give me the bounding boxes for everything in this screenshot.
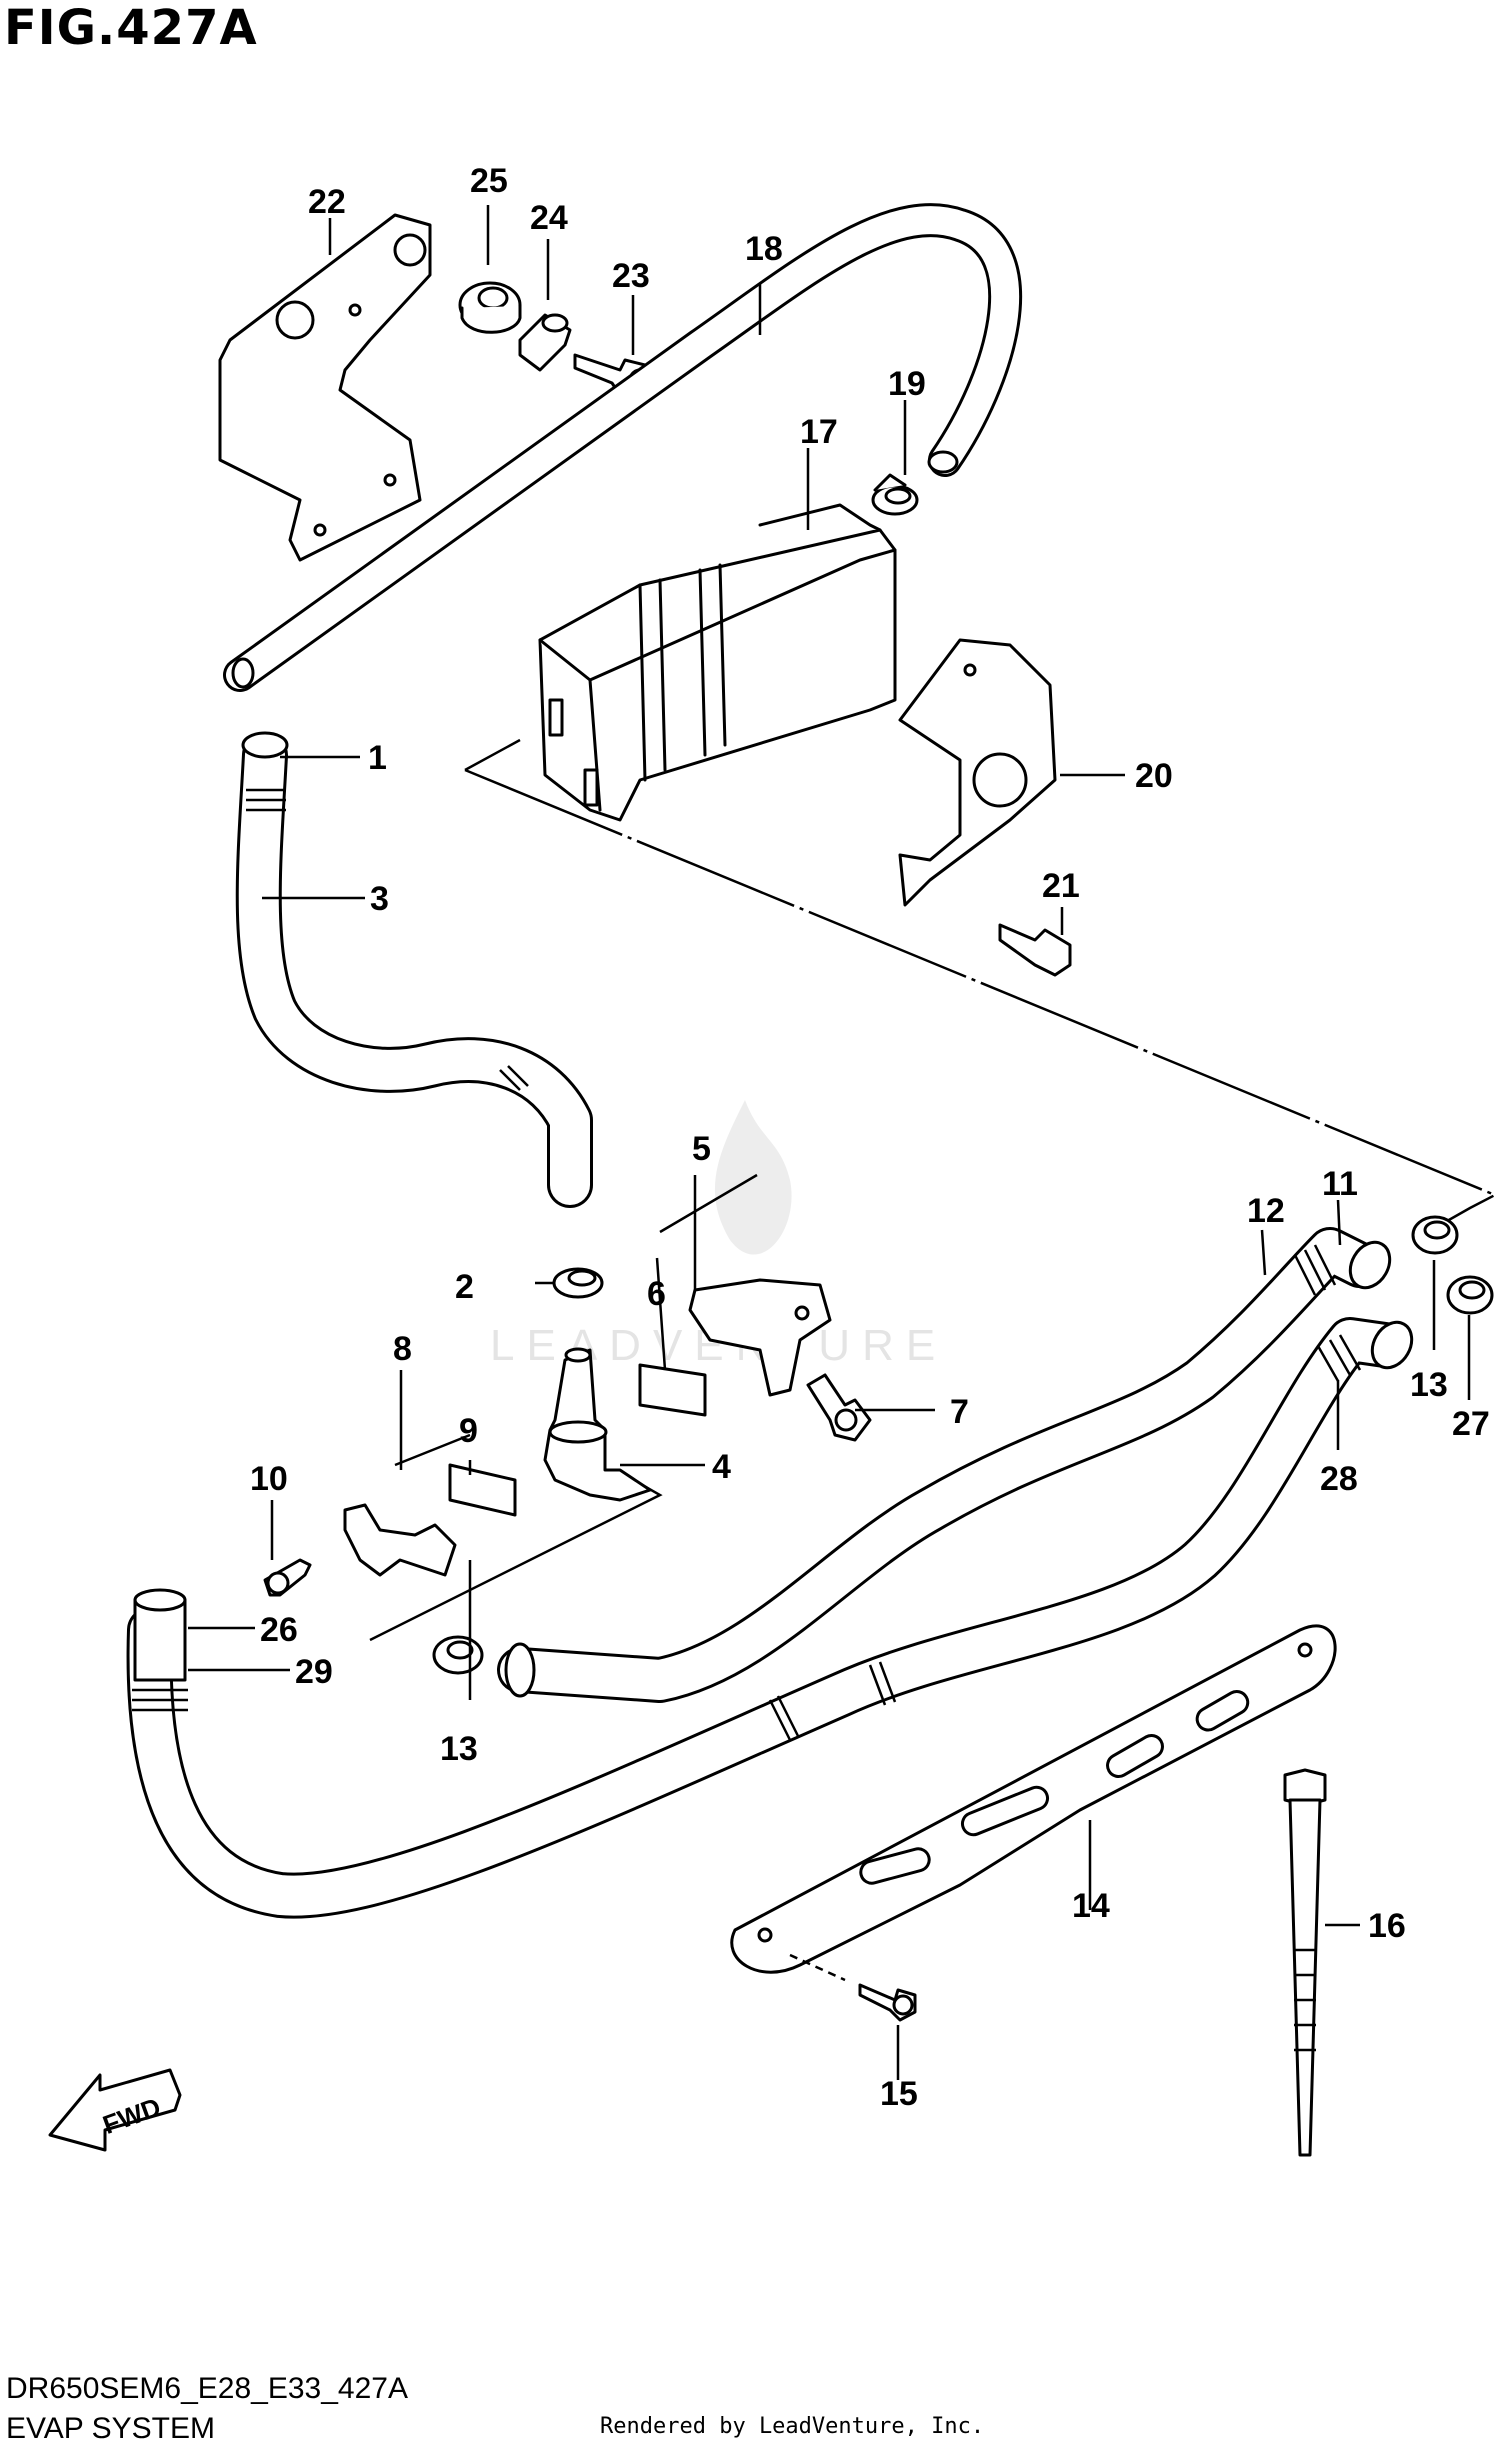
callout-23: 23 [612, 257, 650, 295]
hose-29 [132, 1588, 188, 1712]
render-credit: Rendered by LeadVenture, Inc. [600, 2414, 985, 2439]
leader-lines [188, 205, 1471, 2080]
callout-29: 29 [295, 1653, 333, 1691]
callout-7: 7 [950, 1393, 969, 1431]
callout-24: 24 [530, 199, 568, 237]
callout-8: 8 [393, 1330, 412, 1368]
pad-9 [448, 1463, 517, 1517]
bracket-14 [730, 1624, 1337, 1974]
model-code: DR650SEM6_E28_E33_427A [6, 2372, 408, 2405]
grommet-25 [458, 281, 522, 334]
screw-10 [263, 1558, 312, 1597]
callout-26: 26 [260, 1611, 298, 1649]
spacer-24 [518, 313, 572, 372]
pad-5 [638, 1363, 707, 1417]
clamp-13-right [1411, 1215, 1459, 1255]
hose-28 [126, 1317, 1414, 1919]
callout-3: 3 [370, 880, 389, 918]
callout-9: 9 [459, 1412, 478, 1450]
hose-12 [497, 1227, 1392, 1703]
clamp-19 [871, 473, 919, 516]
assembly-guide-line [464, 738, 1498, 1227]
clamp-27 [1446, 1275, 1494, 1315]
bracket-6 [688, 1278, 832, 1397]
callout-12: 12 [1247, 1192, 1285, 1230]
clamp-13-left [432, 1635, 484, 1675]
callout-2: 2 [455, 1268, 474, 1306]
clamp-2 [552, 1267, 604, 1299]
callout-27: 27 [1452, 1405, 1490, 1443]
clamp-8 [343, 1503, 457, 1577]
callout-18: 18 [745, 230, 783, 268]
callout-4: 4 [712, 1448, 731, 1486]
fitting-4 [543, 1347, 652, 1502]
callout-22: 22 [308, 183, 346, 221]
callout-1: 1 [368, 739, 387, 777]
callout-10: 10 [250, 1460, 288, 1498]
bracket-22 [218, 213, 432, 562]
bolt-7 [806, 1373, 872, 1442]
section-name: EVAP SYSTEM [6, 2412, 215, 2445]
screw-15 [789, 1953, 917, 2022]
callout-numbers: 1 2 3 4 5 6 7 8 9 10 11 12 13 13 14 15 1… [250, 162, 1490, 2113]
callout-16: 16 [1368, 1907, 1406, 1945]
canister-17 [538, 503, 897, 822]
callout-14: 14 [1072, 1887, 1110, 1925]
callout-21: 21 [1042, 867, 1080, 905]
callout-25: 25 [470, 162, 508, 200]
callout-6: 6 [647, 1275, 666, 1313]
callout-11: 11 [1322, 1165, 1358, 1203]
callout-13-left: 13 [440, 1730, 478, 1768]
bracket-20 [898, 638, 1057, 907]
figure-title: FIG.427A [4, 0, 258, 56]
cable-tie-16 [1283, 1768, 1327, 2157]
hose-18 [223, 203, 1023, 692]
callout-15: 15 [880, 2075, 918, 2113]
callout-5: 5 [692, 1130, 711, 1168]
bolt-21 [998, 923, 1072, 977]
forward-arrow: FWD [48, 2068, 182, 2152]
callout-20: 20 [1135, 757, 1173, 795]
hose-3 [235, 731, 593, 1208]
callout-13-right: 13 [1410, 1366, 1448, 1404]
callout-17: 17 [800, 413, 838, 451]
callout-28: 28 [1320, 1460, 1358, 1498]
callout-19: 19 [888, 365, 926, 403]
